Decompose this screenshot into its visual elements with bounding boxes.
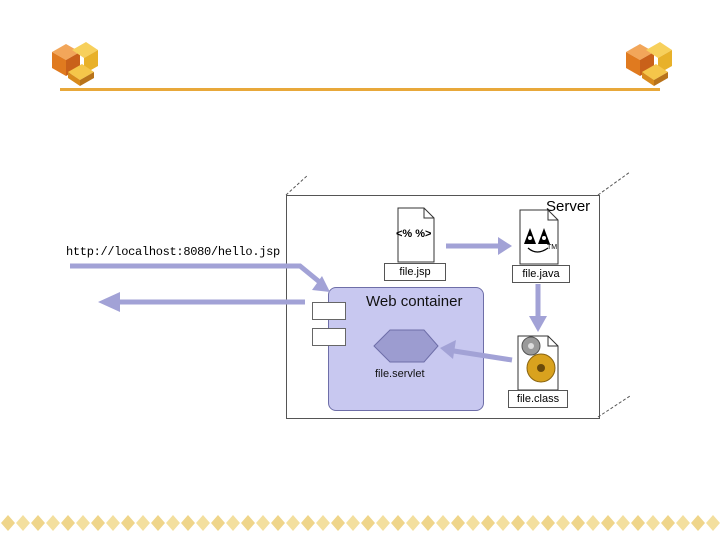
footer-diamond bbox=[226, 515, 240, 531]
footer-diamond bbox=[346, 515, 360, 531]
footer-diamond bbox=[316, 515, 330, 531]
footer-diamond bbox=[616, 515, 630, 531]
footer-diamond bbox=[481, 515, 495, 531]
footer-diamond bbox=[301, 515, 315, 531]
footer-diamond bbox=[496, 515, 510, 531]
gears-icon bbox=[517, 335, 559, 391]
footer-diamond bbox=[106, 515, 120, 531]
file-class-label: file.class bbox=[508, 390, 568, 408]
footer-diamond bbox=[466, 515, 480, 531]
footer-diamond bbox=[391, 515, 405, 531]
compile-arrow bbox=[529, 284, 547, 332]
web-container-label: Web container bbox=[366, 293, 463, 310]
header-rule bbox=[60, 88, 660, 91]
footer-diamond bbox=[1, 515, 15, 531]
footer-diamond bbox=[676, 515, 690, 531]
footer-diamond bbox=[16, 515, 30, 531]
footer-diamond bbox=[436, 515, 450, 531]
response-arrow bbox=[98, 292, 305, 312]
footer-diamond bbox=[166, 515, 180, 531]
translate-arrow bbox=[446, 237, 512, 255]
footer-diamond bbox=[331, 515, 345, 531]
footer-diamond bbox=[121, 515, 135, 531]
footer-diamond bbox=[256, 515, 270, 531]
footer-diamond bbox=[196, 515, 210, 531]
footer-diamond-pattern bbox=[1, 515, 720, 531]
server-box-edge bbox=[285, 174, 309, 196]
footer-diamond bbox=[211, 515, 225, 531]
footer-diamond bbox=[286, 515, 300, 531]
cube-logo-icon bbox=[52, 42, 98, 86]
footer-diamond bbox=[541, 515, 555, 531]
footer-diamond bbox=[706, 515, 720, 531]
servlet-label: file.servlet bbox=[375, 368, 425, 380]
container-port bbox=[312, 302, 346, 320]
footer-diamond bbox=[661, 515, 675, 531]
footer-diamond bbox=[136, 515, 150, 531]
footer-diamond bbox=[76, 515, 90, 531]
load-arrow bbox=[440, 340, 513, 363]
footer-diamond bbox=[601, 515, 615, 531]
footer-diamond bbox=[376, 515, 390, 531]
java-mascot-icon bbox=[519, 209, 559, 265]
footer-diamond bbox=[556, 515, 570, 531]
footer-diamond bbox=[646, 515, 660, 531]
jsp-code: <% %> bbox=[396, 228, 432, 240]
container-port bbox=[312, 328, 346, 346]
document-icon bbox=[397, 207, 435, 263]
footer-diamond bbox=[151, 515, 165, 531]
footer-diamond bbox=[31, 515, 45, 531]
footer-diamond bbox=[181, 515, 195, 531]
footer-diamond bbox=[46, 515, 60, 531]
footer-diamond bbox=[511, 515, 525, 531]
footer-diamond bbox=[571, 515, 585, 531]
footer-diamond bbox=[91, 515, 105, 531]
server-box-edge bbox=[597, 395, 631, 418]
footer-diamond bbox=[271, 515, 285, 531]
footer-diamond bbox=[421, 515, 435, 531]
footer-diamond bbox=[586, 515, 600, 531]
server-label: Server bbox=[546, 198, 591, 215]
footer-diamond bbox=[406, 515, 420, 531]
footer-diamond bbox=[61, 515, 75, 531]
request-url: http://localhost:8080/hello.jsp bbox=[66, 245, 280, 259]
trademark-mark: TM bbox=[547, 244, 558, 251]
footer-diamond bbox=[241, 515, 255, 531]
footer-diamond bbox=[691, 515, 705, 531]
footer-diamond bbox=[631, 515, 645, 531]
file-jsp-label: file.jsp bbox=[384, 263, 446, 281]
cube-logo-icon bbox=[626, 42, 672, 86]
file-java-label: file.java bbox=[512, 265, 570, 283]
server-box-edge bbox=[597, 171, 631, 196]
footer-diamond bbox=[361, 515, 375, 531]
diamond-icon bbox=[373, 329, 439, 363]
footer-diamond bbox=[526, 515, 540, 531]
footer-diamond bbox=[451, 515, 465, 531]
request-arrow bbox=[70, 263, 330, 292]
